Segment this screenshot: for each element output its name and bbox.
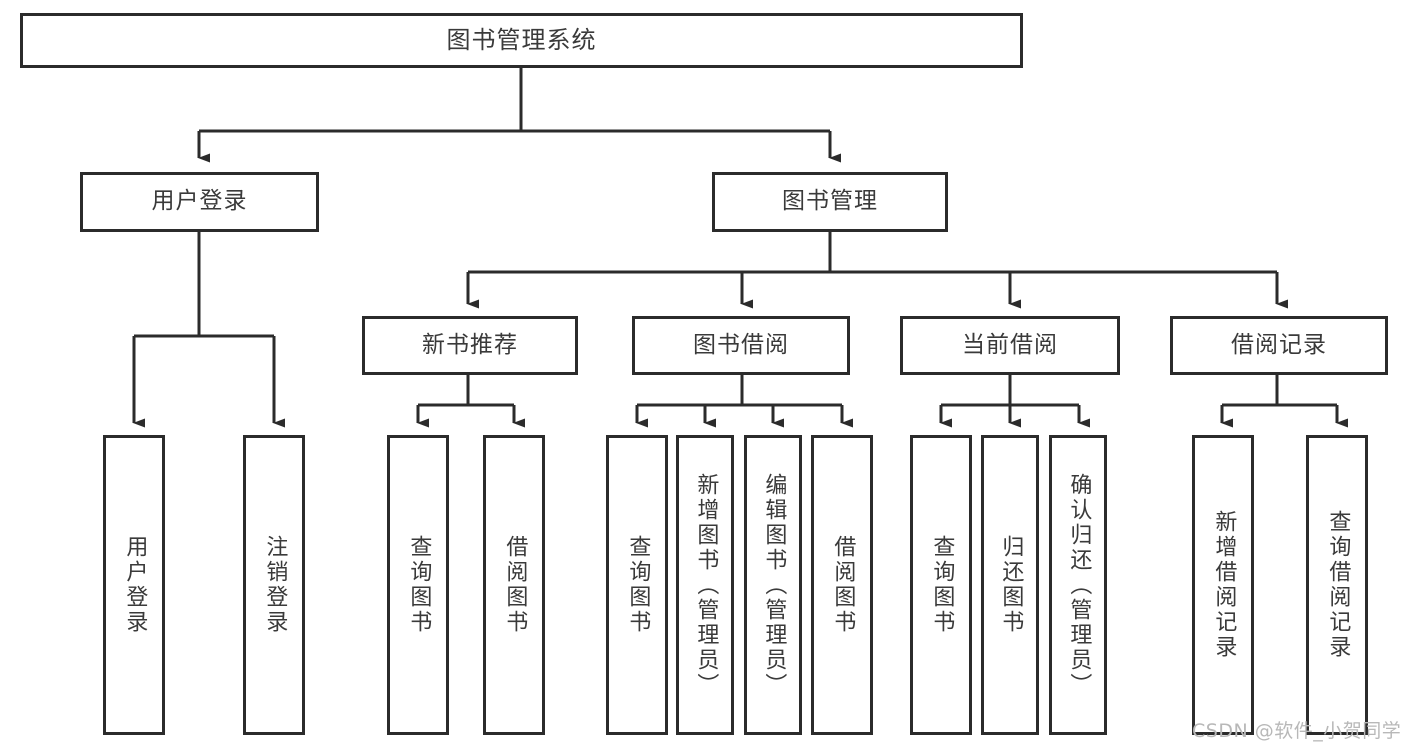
node-label: 图书管理系统: [446, 26, 597, 55]
node-book-management[interactable]: 图书管理: [712, 172, 948, 232]
node-user-login[interactable]: 用户登录: [80, 172, 319, 232]
node-label: 新增借阅记录: [1211, 510, 1237, 660]
node-leaf-query-book-new[interactable]: 查询图书: [387, 435, 449, 735]
csdn-watermark: CSDN @软件_小贺同学: [1192, 720, 1402, 742]
connector-bookmgmt-to-level3: [466, 232, 1288, 309]
node-label: 归还图书: [998, 535, 1024, 635]
node-leaf-add-book[interactable]: 新增图书（管理员）: [676, 435, 734, 735]
node-leaf-borrow-book[interactable]: 借阅图书: [811, 435, 873, 735]
node-label: 借阅图书: [502, 535, 528, 635]
node-current-borrow[interactable]: 当前借阅: [900, 316, 1120, 375]
node-leaf-query-book-borrow[interactable]: 查询图书: [606, 435, 668, 735]
node-label: 编辑图书（管理员）: [761, 472, 787, 698]
node-label: 新增图书（管理员）: [693, 472, 719, 698]
node-label: 借阅记录: [1231, 331, 1327, 358]
node-leaf-query-borrow-record[interactable]: 查询借阅记录: [1306, 435, 1368, 735]
node-leaf-user-login[interactable]: 用户登录: [103, 435, 165, 735]
node-label: 查询借阅记录: [1325, 510, 1351, 660]
node-label: 新书推荐: [422, 331, 518, 358]
node-label: 查询图书: [929, 535, 955, 635]
node-leaf-confirm-return[interactable]: 确认归还（管理员）: [1049, 435, 1107, 735]
node-leaf-return-book[interactable]: 归还图书: [981, 435, 1039, 735]
node-label: 用户登录: [122, 535, 148, 635]
node-label: 查询图书: [625, 535, 651, 635]
node-label: 当前借阅: [962, 331, 1058, 358]
node-label: 借阅图书: [830, 535, 856, 635]
node-new-book-recommend[interactable]: 新书推荐: [362, 316, 578, 375]
connector-newbook-to-leaves: [416, 375, 525, 428]
node-leaf-add-borrow-record[interactable]: 新增借阅记录: [1192, 435, 1254, 735]
node-leaf-edit-book[interactable]: 编辑图书（管理员）: [744, 435, 802, 735]
connector-bookborrow-to-leaves: [635, 375, 853, 428]
connector-userlogin-to-leaves: [132, 232, 285, 428]
node-borrow-record[interactable]: 借阅记录: [1170, 316, 1388, 375]
node-root-book-management-system[interactable]: 图书管理系统: [20, 13, 1023, 68]
node-label: 图书管理: [782, 188, 878, 215]
node-label: 用户登录: [151, 188, 248, 215]
node-leaf-logout-login[interactable]: 注销登录: [243, 435, 305, 735]
connector-currentborrow-to-leaves: [939, 375, 1090, 428]
node-label: 注销登录: [262, 535, 288, 635]
node-label: 查询图书: [406, 535, 432, 635]
node-leaf-query-book-current[interactable]: 查询图书: [910, 435, 972, 735]
node-label: 确认归还（管理员）: [1066, 472, 1092, 698]
connector-root-to-level2: [197, 68, 841, 163]
node-book-borrow[interactable]: 图书借阅: [632, 316, 850, 375]
node-leaf-borrow-book-new[interactable]: 借阅图书: [483, 435, 545, 735]
node-label: 图书借阅: [693, 331, 789, 358]
connector-borrowrecord-to-leaves: [1220, 375, 1348, 428]
